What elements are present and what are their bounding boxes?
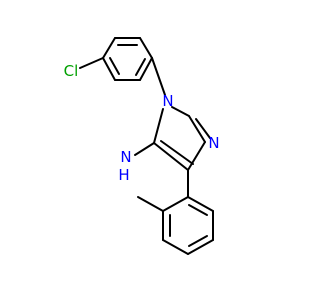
tolyl-ring [162,196,214,255]
n1-label: N [162,92,173,110]
bond [135,58,146,76]
bond [188,204,208,216]
methyl-bond [137,196,164,212]
bond [153,108,164,144]
bond [188,235,208,247]
bond [102,57,116,81]
amine-n-label: N [120,148,131,166]
bond [153,142,189,171]
bond [139,57,153,81]
chlorophenyl-ring [102,37,153,81]
bond [187,141,206,171]
n2-label: N [208,134,219,152]
bond [195,118,211,139]
pyrazole-ring [153,106,211,171]
aryl-n1-bond [151,57,166,96]
bond [162,196,189,212]
bond [162,239,189,255]
bond [187,196,214,212]
bond [187,239,214,255]
c-cl-bond [79,57,104,69]
chemical-structure-diagram: Cl N N N H [64,37,220,255]
chlorine-label: Cl [64,62,79,80]
bond [139,37,153,59]
bond [160,140,194,165]
amine-h2-label: H [118,166,129,184]
bond [188,115,206,143]
bond [102,37,116,59]
c-nh2-bond [134,142,155,156]
bond [171,106,190,117]
bond [109,57,120,75]
